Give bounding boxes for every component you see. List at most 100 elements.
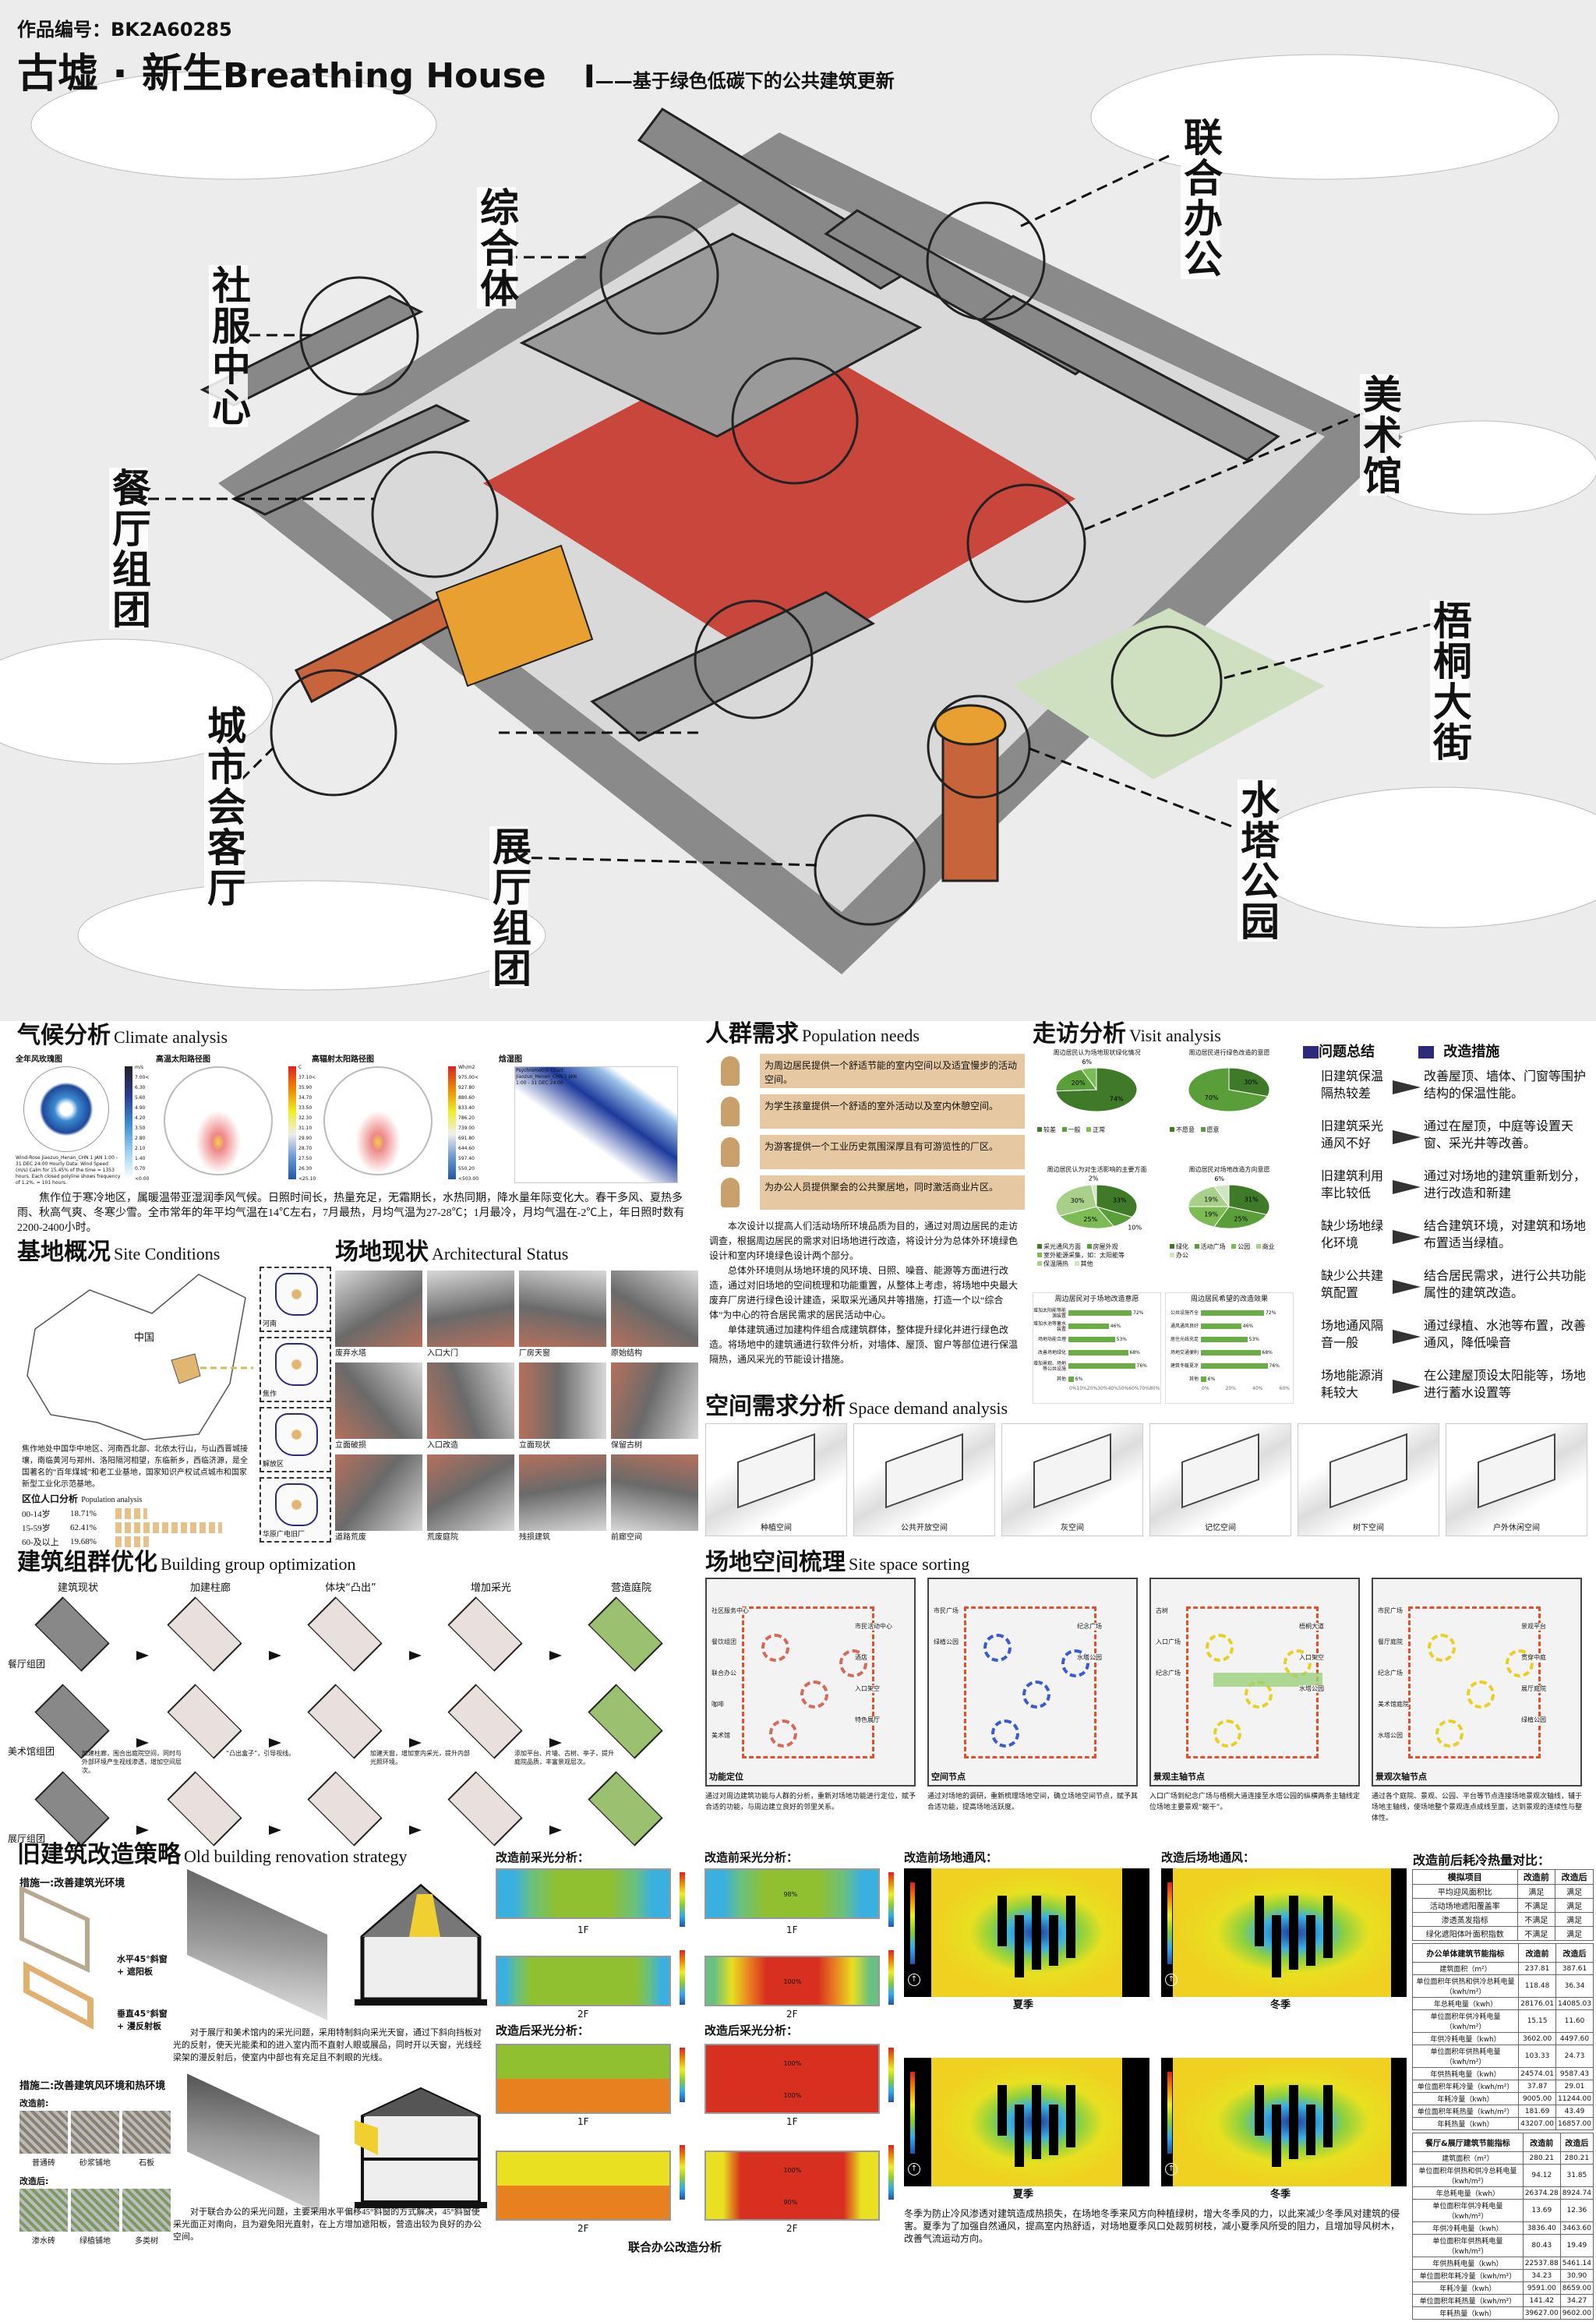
bar	[1068, 1363, 1135, 1369]
panel-text: 通过对场地的调研，重新梳理场地空间，确立场地空间节点，赋予其合适功能，提高场地活…	[927, 1793, 1139, 1811]
building-footprint	[1323, 1896, 1333, 1958]
legend-label: 927.80	[458, 1085, 475, 1090]
header-cell: 改造后	[1555, 1869, 1594, 1885]
table-cell: 9591.00	[1522, 2281, 1561, 2295]
problem-text: 场地通风隔音一般	[1321, 1318, 1384, 1350]
node-label: 古树	[1156, 1607, 1168, 1615]
legend-label: 28.70	[298, 1146, 312, 1151]
table-cell: 9587.43	[1555, 2067, 1594, 2080]
sunpath-chart	[323, 1066, 433, 1175]
bar-category: 公共设施齐全	[1170, 1310, 1199, 1316]
problem-text: 旧建筑利用率比较低	[1321, 1168, 1384, 1200]
bar	[1201, 1350, 1261, 1355]
tick-label: 20%	[1086, 1386, 1098, 1391]
population-pct: 62.41%	[70, 1523, 97, 1532]
arrow-icon	[1393, 1180, 1421, 1194]
step-note: “凸出盒子”，引导视线。	[226, 1750, 295, 1757]
node-label: 市民广场	[934, 1607, 959, 1615]
tick-label: 40%	[1107, 1386, 1118, 1391]
sorting-panel: 市民广场景观平台餐厅庭院贯穿中庭纪念广场展厅庭院美术馆庭院绿植公园水塔公园景观次…	[1372, 1578, 1582, 1787]
legend-item: 不愿意	[1170, 1126, 1195, 1133]
row-label: 展厅组团	[8, 1833, 46, 1844]
needs-paragraph: 单体建筑通过加建构件组合成建筑群体，整体提升绿化并进行绿色改造。将场地中的建筑通…	[709, 1324, 1019, 1365]
sunpath-chart	[164, 1066, 273, 1175]
bar-value: 46%	[1110, 1324, 1121, 1329]
needs-paragraph: 本次设计以提高人们活动场所环境品质为目的，通过对周边居民的走访调查，根据周边居民…	[709, 1221, 1019, 1261]
pie-legend: 不愿意 愿意	[1165, 1126, 1294, 1134]
pie-slice	[1213, 1184, 1230, 1208]
legend-label: 房屋外观	[1093, 1243, 1118, 1250]
table-cell: 24574.01	[1518, 2067, 1557, 2080]
pie-slice	[1188, 1067, 1269, 1112]
legend-label: 3.50	[135, 1126, 146, 1131]
table-cell: 43.49	[1555, 2105, 1594, 2118]
site-text: 焦作地处中国华中地区、河南西北部、北依太行山，与山西晋城接壤，南临黄河与郑州、洛…	[22, 1445, 248, 1489]
row-label: 美术馆组团	[8, 1746, 55, 1757]
legend-bar	[680, 1950, 685, 2005]
percent-label: 100%	[783, 2092, 802, 2100]
node-label: 展厅庭院	[1521, 1685, 1546, 1693]
space-demand-card: 树下空间	[1298, 1423, 1439, 1536]
building-footprint	[1049, 1915, 1058, 1966]
after-label: 改造后:	[19, 2176, 49, 2186]
psychrometric-chart	[514, 1066, 678, 1183]
column-label: 营造庭院	[610, 1582, 651, 1594]
wind-text: 冬季为防止冷风渗透对建筑造成热损失，在场地冬季来风方向种植绿树，增大冬季风的力，…	[904, 2208, 1400, 2244]
tick-label: 20%	[1225, 1386, 1237, 1391]
column-label: 体块“凸出”	[325, 1582, 376, 1594]
person-icon	[721, 1056, 740, 1086]
bar	[1201, 1363, 1268, 1369]
axis-line	[1213, 1673, 1322, 1687]
pie-value-label: 30%	[1244, 1079, 1258, 1086]
table-cell: 28176.01	[1518, 1997, 1557, 2010]
legend-swatch	[1061, 1127, 1067, 1132]
node-label: 纪念广场	[1156, 1670, 1181, 1677]
legend-bar	[910, 1882, 915, 1964]
arrow-icon	[1393, 1380, 1421, 1394]
table-cell: 34.23	[1522, 2269, 1561, 2282]
photo-caption: 保留古树	[611, 1441, 642, 1450]
table-cell: 237.81	[1518, 1962, 1557, 1975]
legend-bar	[888, 1872, 894, 1927]
node-label: 梧桐大道	[1299, 1623, 1324, 1631]
arrow-icon	[1393, 1330, 1421, 1344]
header-cell: 改造前	[1517, 1869, 1556, 1885]
arrow-icon	[409, 1651, 422, 1660]
space-model	[737, 1433, 815, 1509]
bar-value: 68%	[1129, 1350, 1140, 1355]
legend-label: 绿化	[1176, 1243, 1188, 1250]
measure-text: 结合建筑环境，对建筑和场地布置适当绿植。	[1424, 1218, 1587, 1250]
legend-label: 739.00	[458, 1126, 475, 1131]
table-row: 渗透蒸发指标不满足满足	[1412, 1912, 1594, 1927]
photo-caption: 荒废庭院	[427, 1533, 458, 1542]
tick-label: 40%	[1252, 1386, 1263, 1391]
climate-chart-title: 高辐射太阳路径图	[312, 1055, 374, 1064]
table-cell: 5461.14	[1559, 2257, 1594, 2270]
office-section	[355, 2087, 487, 2208]
table-cell: 34.27	[1559, 2294, 1594, 2307]
legend-label: 7.00<	[135, 1075, 150, 1080]
space-demand-card: 公共开放空间	[853, 1423, 995, 1536]
node-label: 特色展厅	[855, 1716, 880, 1724]
pie-slice	[1096, 1184, 1138, 1218]
table-cell: 118.48	[1518, 1974, 1557, 1998]
space-model	[1478, 1433, 1555, 1509]
legend-label: 活动广场	[1200, 1243, 1226, 1250]
photo-caption: 厂房天窗	[519, 1349, 550, 1358]
wind-field	[931, 1868, 1122, 1997]
legend-label: 办公	[1176, 1252, 1188, 1259]
table-cell: 满足	[1517, 1884, 1556, 1899]
node-circle	[839, 1649, 867, 1677]
needs-paragraph: 总体外环境则从场地环境的风环境、日照、噪音、能源等方面进行改造，通过对旧场地的空…	[709, 1265, 1019, 1320]
legend-item: 房屋外观	[1086, 1243, 1118, 1250]
